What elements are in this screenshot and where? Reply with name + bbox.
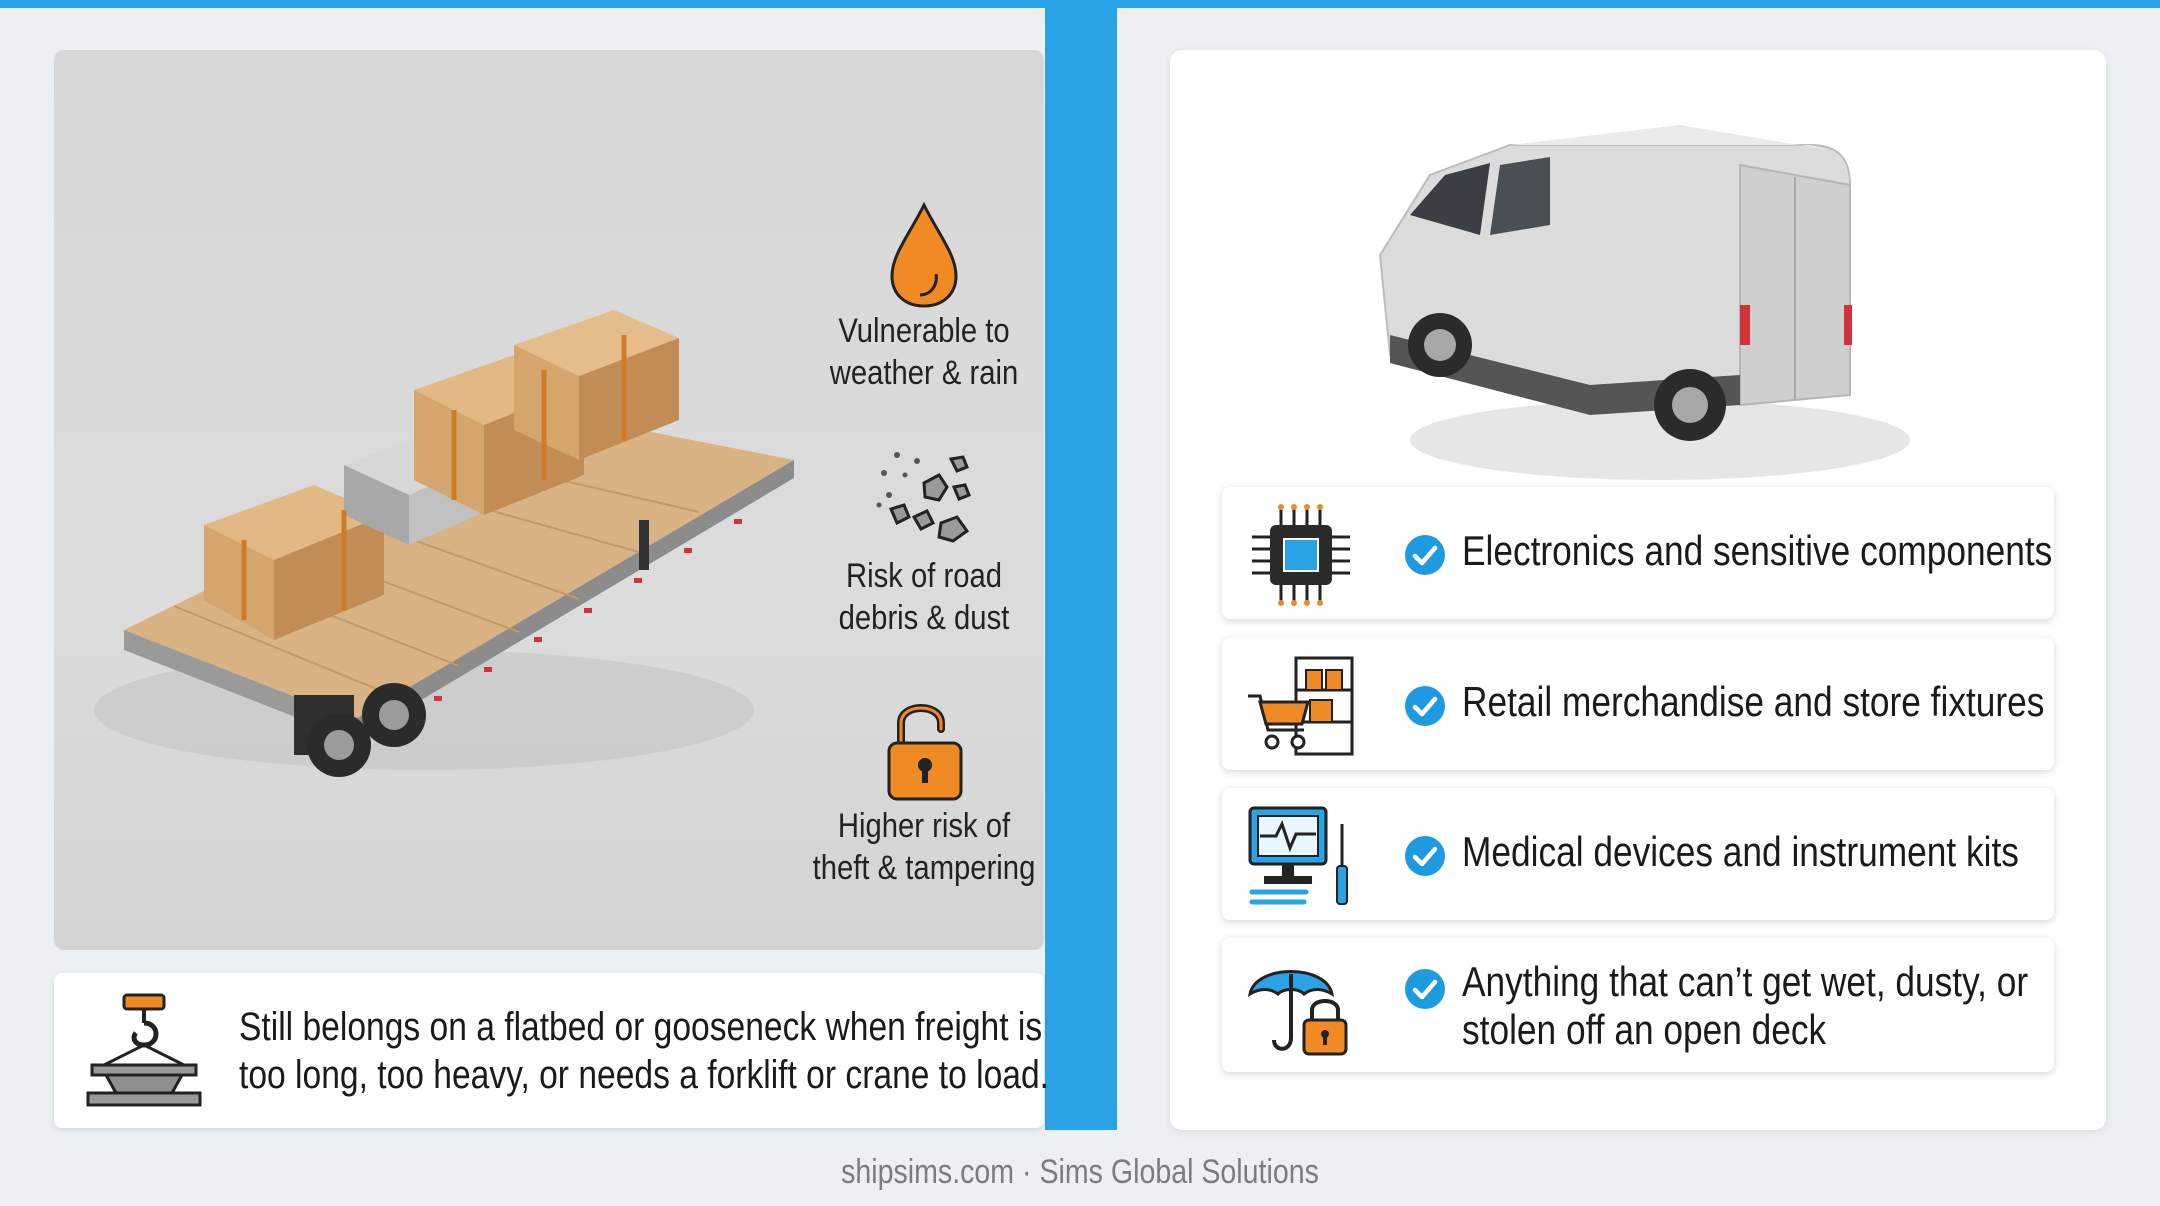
van-panel: Electronics and sensitive components Ret… <box>1170 50 2106 1130</box>
list-item-label: Retail merchandise and store fixtures <box>1462 678 2045 725</box>
risk-weather: Vulnerable to weather & rain <box>774 200 1074 394</box>
list-item-retail: Retail merchandise and store fixtures <box>1222 638 2054 770</box>
risk-debris-label: Risk of road debris & dust <box>838 557 1010 637</box>
water-drop-icon <box>890 201 958 308</box>
check-circle-icon <box>1405 969 1445 1009</box>
list-item-label: Medical devices and instrument kits <box>1462 828 2019 875</box>
list-item-line-1: Anything that can’t get wet, dusty, or <box>1462 958 2029 1005</box>
risk-debris: Risk of road debris & dust <box>774 445 1074 639</box>
center-divider <box>1045 0 1117 1130</box>
flatbed-note-line-2: too long, too heavy, or needs a forklift… <box>239 1053 1049 1097</box>
flatbed-note-card: Still belongs on a flatbed or gooseneck … <box>54 973 1049 1128</box>
debris-rocks-icon <box>876 452 971 543</box>
open-padlock-icon <box>887 704 963 801</box>
check-circle-icon <box>1405 836 1445 876</box>
microchip-icon <box>1252 504 1350 606</box>
cargo-van-illustration <box>1378 125 1910 480</box>
flatbed-note-line-1: Still belongs on a flatbed or gooseneck … <box>239 1005 1043 1049</box>
shopping-cart-shelf-icon <box>1248 656 1354 756</box>
risk-weather-label: Vulnerable to weather & rain <box>829 312 1019 392</box>
list-item-protected-freight: Anything that can’t get wet, dusty, or s… <box>1222 938 2054 1072</box>
check-circle-icon <box>1405 535 1445 575</box>
check-circle-icon <box>1405 686 1445 726</box>
flatbed-trailer-illustration <box>94 310 794 777</box>
list-item-line-2: stolen off an open deck <box>1462 1006 1827 1053</box>
risk-theft-label: Higher risk of theft & tampering <box>812 807 1036 887</box>
umbrella-lock-icon <box>1247 970 1348 1056</box>
medical-monitor-icon <box>1248 806 1348 905</box>
list-item-electronics: Electronics and sensitive components <box>1222 487 2054 619</box>
risk-theft: Higher risk of theft & tampering <box>774 695 1074 889</box>
list-item-label: Anything that can’t get wet, dusty, or s… <box>1462 958 2028 1054</box>
flatbed-panel: Vulnerable to weather & rain Risk of roa… <box>54 50 1044 950</box>
list-item-label: Electronics and sensitive components <box>1462 527 2053 574</box>
list-item-medical: Medical devices and instrument kits <box>1222 788 2054 920</box>
flatbed-note-text: Still belongs on a flatbed or gooseneck … <box>239 1003 1049 1099</box>
footer-credit: shipsims.com · Sims Global Solutions <box>841 1153 1319 1191</box>
crane-hook-icon <box>86 993 202 1107</box>
